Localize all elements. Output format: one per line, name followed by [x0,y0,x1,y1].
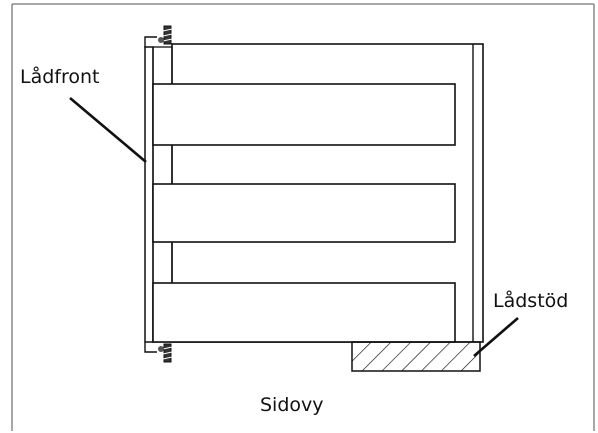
screw-icon [144,25,173,48]
drawer-box-middle [152,183,456,243]
drawer-box-top [152,83,456,146]
drawer-front-label: Lådfront [20,66,100,88]
drawer-support-block [351,341,481,372]
view-caption: Sidovy [260,394,324,416]
leader-line-drawer-support [473,317,519,357]
drawer-front-plate-outer [144,46,154,343]
drawer-support-label: Lådstöd [493,290,569,312]
outer-frame [11,3,595,431]
leader-line-drawer-front [69,97,147,163]
drawer-box-bottom [152,282,456,343]
screw-icon [144,342,173,363]
